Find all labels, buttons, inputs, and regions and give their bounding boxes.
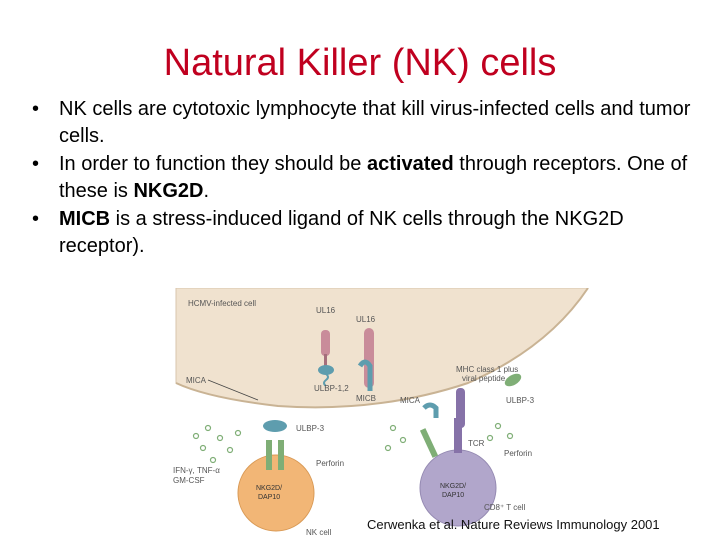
perforin-right-label: Perforin [504,449,532,458]
bullet-marker: • [32,98,40,120]
nk-cell-diagram: HCMV-infected cell UL16 UL16 ULBP-1,2 MI… [173,288,589,537]
ul16-protein [321,330,330,356]
hcmv-cell-label: HCMV-infected cell [188,299,256,308]
bullet-text: NK cells are cytotoxic lymphocyte that k… [59,98,691,147]
ulbp-ligand [318,365,334,375]
bullet-bold-text: MICB [59,208,111,230]
nk-receptor-label: NKG2D/ [256,485,282,492]
cytokine-dots [192,424,242,464]
slide-title: Natural Killer (NK) cells [163,42,557,84]
tcr-receptor [454,418,462,453]
nk-cell [237,454,315,532]
cd8-t-cell-label: CD8⁺ T cell [484,503,525,512]
mica-center-protein [422,402,439,418]
bullet-marker: • [32,153,40,175]
infected-cell-membrane [175,288,589,409]
mica-left-label: MICA [186,376,207,385]
figure-citation: Cerwenka et al. Nature Reviews Immunolog… [367,517,660,532]
bullet-item: • In order to function they should be ac… [32,151,702,205]
ulbp3-left-protein [263,420,287,432]
nk-dap10-label: DAP10 [258,494,280,501]
nk-cell-label: NK cell [306,528,332,537]
ulbp12-label: ULBP-1,2 [314,384,349,393]
ifn-label: IFN-γ, TNF-α [173,466,220,475]
perforin-dots [384,422,514,452]
tcr-label: TCR [468,439,485,448]
bullet-list: • NK cells are cytotoxic lymphocyte that… [32,96,702,261]
micb-protein [357,359,373,391]
viral-peptide-label: viral peptide [462,374,506,383]
micb-label: MICB [356,394,376,403]
ulbp3-right-label: ULBP-3 [506,396,535,405]
bullet-text: is a stress-induced ligand of NK cells t… [59,208,624,257]
mica-center-label: MICA [400,396,421,405]
bullet-bold-text: NKG2D [133,180,204,202]
t-dap10-label: DAP10 [442,492,464,499]
gmcsf-label: GM-CSF [173,476,205,485]
ul16-label-top: UL16 [316,306,336,315]
perforin-left-label: Perforin [316,459,344,468]
mhc1-label: MHC class 1 plus [456,365,518,374]
bullet-item: • NK cells are cytotoxic lymphocyte that… [32,96,702,150]
ulbp-ligand-tail [323,373,329,387]
bullet-text: In order to function they should be [59,153,367,175]
nkg2d-receptor-left [266,440,272,470]
bullet-item: • MICB is a stress-induced ligand of NK … [32,206,702,260]
ul16-protein-tail [324,354,327,366]
ul16-label-center: UL16 [356,315,376,324]
bullet-text: . [203,180,210,202]
ulbp3-right-protein [504,373,522,387]
t-nkg2d-receptor [419,428,439,458]
mica-left-arrow [207,379,259,401]
bullet-text: through receptors. One of these is [59,153,688,202]
bullet-marker: • [32,208,40,230]
nkg2d-receptor-right [278,440,284,470]
bullet-bold-text: activated [366,153,454,175]
t-receptor-label: NKG2D/ [440,483,466,490]
ulbp3-left-label: ULBP-3 [296,424,325,433]
